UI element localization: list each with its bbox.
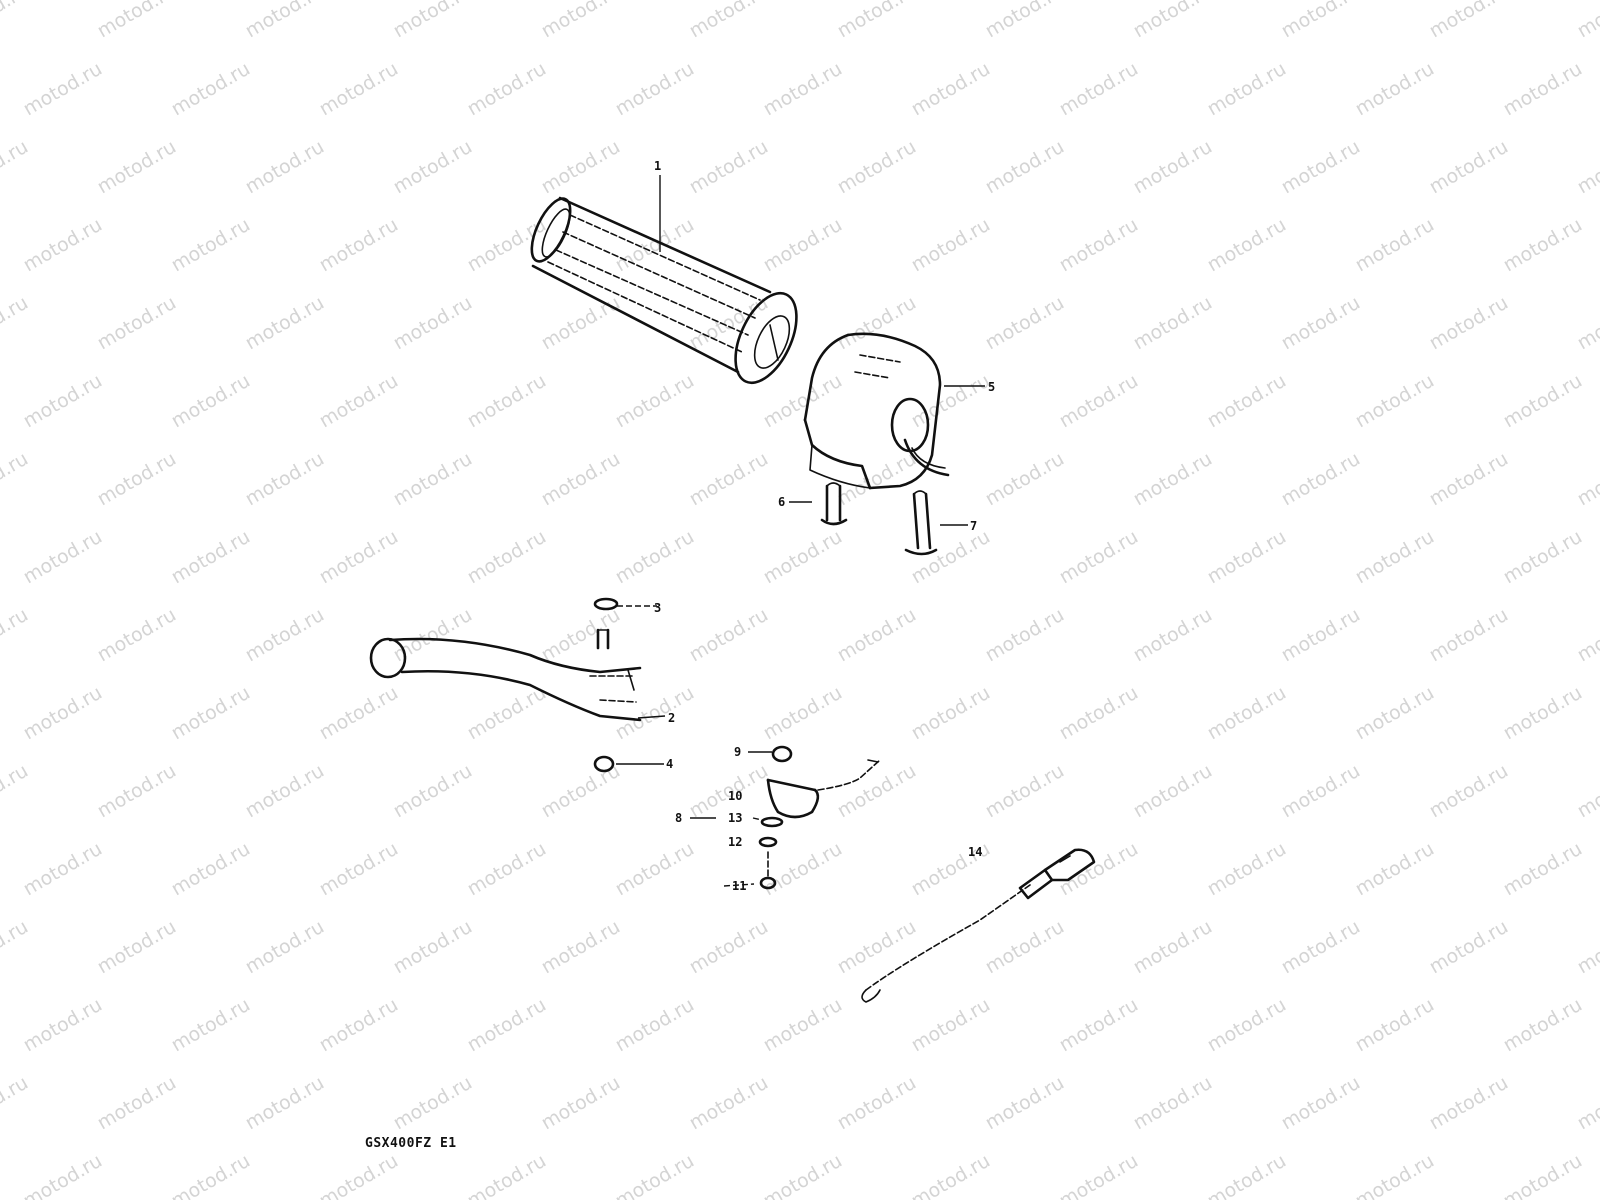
callout-2: 2 <box>668 711 675 725</box>
callout-5: 5 <box>988 380 995 394</box>
callout-labels: 1 2 3 4 5 6 7 8 9 10 11 12 13 14 <box>654 159 995 893</box>
screw-6[interactable] <box>820 482 848 526</box>
washer-13[interactable] <box>760 816 784 828</box>
handlebar-grip[interactable] <box>524 193 809 392</box>
callout-1: 1 <box>654 159 661 173</box>
adjuster-cap[interactable] <box>771 745 793 763</box>
cable-adjuster-bracket[interactable] <box>766 759 881 819</box>
adjuster-screw[interactable] <box>759 851 777 890</box>
leader-lines <box>616 175 985 887</box>
callout-4: 4 <box>666 757 673 771</box>
lever-nut[interactable] <box>593 755 615 773</box>
callout-10: 10 <box>728 789 742 803</box>
callout-9: 9 <box>734 745 741 759</box>
lever-pivot-bolt[interactable] <box>593 597 619 650</box>
clutch-lever[interactable] <box>369 637 642 722</box>
washer-12[interactable] <box>758 836 778 848</box>
callout-11: 11 <box>732 879 746 893</box>
clutch-cable[interactable] <box>861 848 1096 1003</box>
callout-8: 8 <box>675 811 682 825</box>
callout-6: 6 <box>778 495 785 509</box>
switch-housing[interactable] <box>803 332 950 490</box>
callout-7: 7 <box>970 519 977 533</box>
callout-3: 3 <box>654 601 661 615</box>
model-code-label: GSX400FZ E1 <box>365 1136 457 1151</box>
screw-7[interactable] <box>904 490 938 556</box>
callout-12: 12 <box>728 835 742 849</box>
callout-13: 13 <box>728 811 742 825</box>
callout-14: 14 <box>968 845 982 859</box>
